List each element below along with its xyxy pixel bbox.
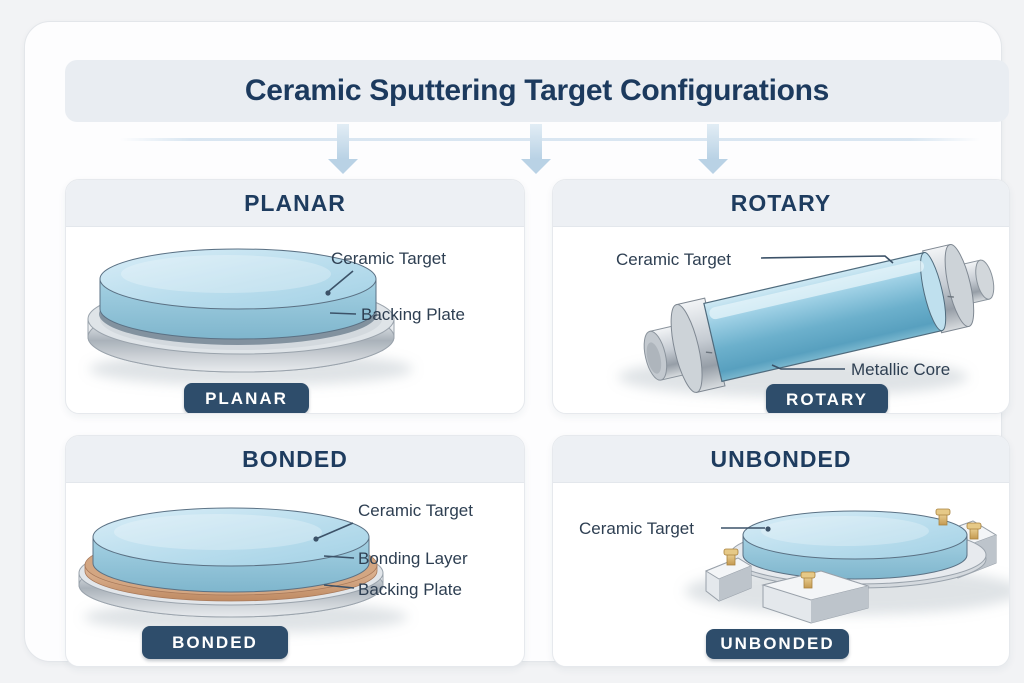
rotary-target-illustration: Ceramic Target Metallic Core — [616, 243, 995, 397]
panel-bonded: BONDED — [65, 435, 525, 667]
label-ceramic-target: Ceramic Target — [579, 519, 694, 538]
leader-line-ceramic-target — [760, 255, 894, 264]
panel-rotary-heading: ROTARY — [730, 189, 832, 216]
ceramic-target-disc — [99, 248, 377, 345]
leader-line-backing-plate — [329, 312, 357, 315]
clamp-block-left — [704, 557, 753, 602]
leader-line-ceramic-target — [721, 526, 771, 532]
rotary-cylinder — [643, 243, 995, 393]
label-ceramic-target: Ceramic Target — [616, 250, 731, 269]
flow-arrow-down-icon — [328, 124, 358, 174]
bolt-icon — [723, 548, 739, 566]
unbonded-target-illustration: Ceramic Target — [579, 508, 1009, 624]
panel-planar-heading: PLANAR — [244, 189, 346, 216]
panel-unbonded-heading: UNBONDED — [710, 445, 852, 472]
page-title: Ceramic Sputtering Target Configurations — [244, 74, 830, 107]
panel-unbonded: UNBONDED — [552, 435, 1010, 667]
clamp-block-center — [761, 570, 870, 624]
panel-rotary-body: Ceramic Target Metallic Core ROTARY — [553, 227, 1009, 413]
planar-target-illustration: Ceramic Target Backing Plate — [87, 248, 465, 386]
leader-line-bonding-layer — [323, 555, 355, 559]
panel-rotary-header: ROTARY — [553, 180, 1009, 227]
bolt-icon — [966, 522, 982, 540]
panel-unbonded-header: UNBONDED — [553, 436, 1009, 483]
label-ceramic-target: Ceramic Target — [331, 249, 446, 268]
leader-line-metallic-core — [771, 364, 845, 370]
panel-bonded-header: BONDED — [66, 436, 524, 483]
flow-arrow-down-icon — [698, 124, 728, 174]
label-backing-plate: Backing Plate — [361, 305, 465, 324]
flow-arrow-down-icon — [521, 124, 551, 174]
leader-line-backing-plate — [323, 584, 355, 589]
label-backing-plate: Backing Plate — [358, 580, 462, 599]
panel-planar-header: PLANAR — [66, 180, 524, 227]
diagram-frame: Ceramic Sputtering Target Configurations — [24, 21, 1010, 667]
leader-line-ceramic-target — [325, 270, 354, 296]
leader-line-ceramic-target — [313, 522, 354, 542]
bonded-badge: BONDED — [142, 626, 288, 659]
end-ring-left — [670, 297, 726, 393]
panel-rotary: ROTARY — [552, 179, 1010, 414]
label-bonding-layer: Bonding Layer — [358, 549, 468, 568]
bolt-icon — [800, 571, 816, 589]
bonded-target-illustration: Ceramic Target Bonding Layer Backing Pla… — [78, 501, 473, 633]
ceramic-target-disc — [742, 510, 968, 580]
rotary-badge: ROTARY — [766, 384, 888, 413]
label-metallic-core: Metallic Core — [851, 360, 950, 379]
panel-planar: PLANAR — [65, 179, 525, 414]
title-banner: Ceramic Sputtering Target Configurations — [65, 60, 1009, 122]
planar-badge: PLANAR — [184, 383, 309, 413]
panel-bonded-body: Ceramic Target Bonding Layer Backing Pla… — [66, 483, 524, 666]
panel-unbonded-body: Ceramic Target UNBONDED — [553, 483, 1009, 666]
label-ceramic-target: Ceramic Target — [358, 501, 473, 520]
panel-bonded-heading: BONDED — [242, 445, 348, 472]
bolt-icon — [935, 508, 951, 526]
flow-connector-line — [120, 138, 980, 141]
ceramic-target-tube — [703, 251, 947, 383]
ceramic-target-disc — [92, 507, 370, 593]
unbonded-badge: UNBONDED — [706, 629, 849, 659]
panel-planar-body: Ceramic Target Backing Plate PLANAR — [66, 227, 524, 413]
